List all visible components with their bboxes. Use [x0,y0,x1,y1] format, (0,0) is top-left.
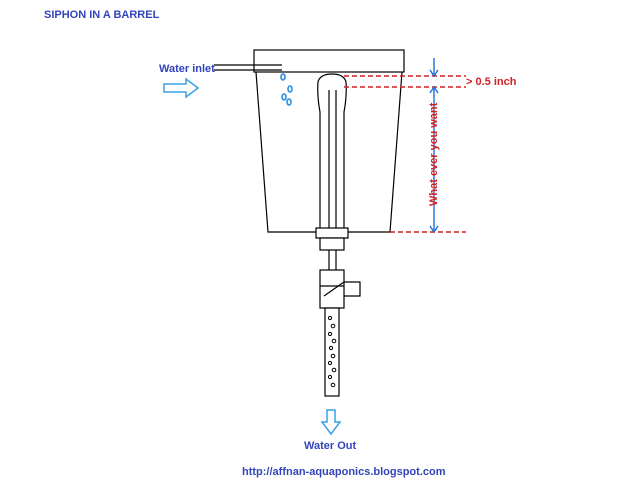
dimension-lines [344,75,466,233]
tee-fitting [319,269,361,309]
bubbles [280,73,293,106]
gap-label: > 0.5 inch [466,76,517,88]
bubble-icon [287,85,293,93]
bubble-icon [280,73,286,81]
dimension-arrows [429,58,439,234]
height-label: What ever you want [428,102,440,206]
diagram-title: SIPHON IN A BARREL [44,9,160,21]
bubble-icon [281,93,287,101]
bell-siphon-cap [317,73,347,230]
outlet-pipe [324,307,340,397]
barrel-lid [253,49,405,73]
water-out-arrow-icon [320,409,342,436]
water-inlet-arrow-icon [163,77,200,99]
inlet-pipe [214,64,282,71]
water-inlet-label: Water inlet [159,63,215,75]
bulkhead-fitting [315,227,349,251]
water-out-label: Water Out [304,440,356,452]
source-url: http://affnan-aquaponics.blogspot.com [242,466,446,478]
standpipe [328,90,337,230]
bubble-icon [286,98,292,106]
outlet-bubbles [327,315,337,388]
drain-pipe [328,250,337,270]
